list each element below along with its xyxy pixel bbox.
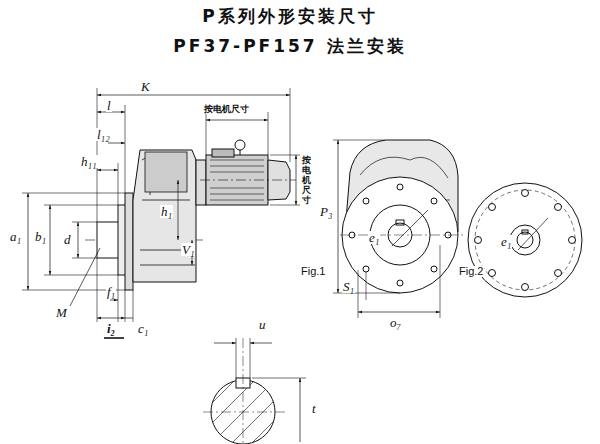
dim-label: h₁₁ bbox=[80, 155, 98, 168]
dim-label: d bbox=[63, 233, 72, 246]
figure-label: Fig.1 bbox=[300, 266, 326, 277]
dim-label: t bbox=[311, 402, 317, 415]
dim-label: 按电机尺寸 bbox=[301, 156, 312, 205]
title: P系列外形安装尺寸 bbox=[0, 8, 580, 25]
dim-label: P₃ bbox=[319, 205, 333, 218]
dim-label: l bbox=[106, 99, 112, 112]
dim-label: e₁ bbox=[500, 235, 512, 248]
dim-label: o₇ bbox=[389, 316, 402, 329]
dim-label: K bbox=[140, 80, 151, 93]
dim-label: M bbox=[55, 306, 68, 319]
dim-label: c₁ bbox=[137, 322, 149, 335]
dim-label: e₁ bbox=[368, 231, 380, 244]
dim-label: b₁ bbox=[34, 230, 47, 243]
dim-label: S₁ bbox=[342, 280, 355, 293]
subtitle: PF37-PF157 法兰安装 bbox=[0, 38, 580, 55]
dim-label: a₁ bbox=[9, 230, 22, 243]
dim-label: h₁ bbox=[160, 205, 173, 218]
dim-label: i₂ bbox=[106, 322, 116, 335]
dim-label: u bbox=[258, 318, 267, 331]
dim-label: f₁ bbox=[106, 285, 116, 298]
figure-label: Fig.2 bbox=[458, 266, 484, 277]
dim-label: V₁ bbox=[181, 243, 195, 256]
dim-label: 按电机尺寸 bbox=[203, 105, 250, 114]
dim-label: l₁₂ bbox=[96, 128, 111, 141]
